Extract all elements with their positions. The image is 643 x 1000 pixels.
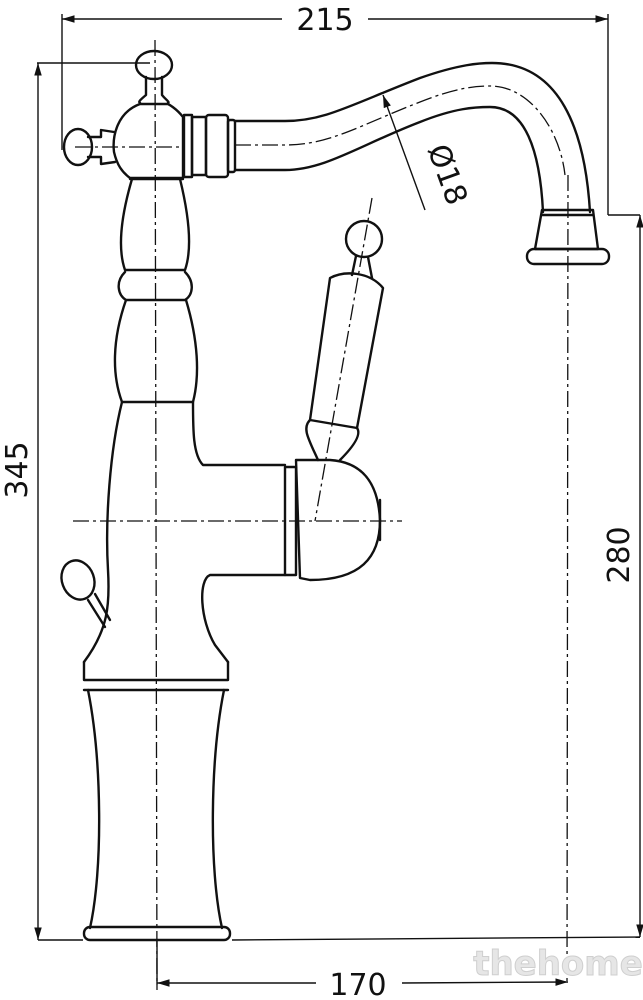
watermark-logo: thehome <box>473 944 643 984</box>
spout-centerline <box>566 174 569 986</box>
dimension-215 <box>61 14 609 215</box>
lower-body <box>82 660 232 942</box>
top-knob <box>134 49 174 105</box>
dimension-diameter-18 <box>382 94 426 211</box>
dim-label-diameter: Ø18 <box>420 140 474 210</box>
lever-axis <box>314 197 373 522</box>
dim-label-280: 280 <box>602 526 637 583</box>
body-centerline <box>154 39 158 991</box>
dim-label-170: 170 <box>329 968 386 1000</box>
valve-ball <box>112 102 185 180</box>
spout <box>233 61 592 214</box>
spout-collar <box>182 113 237 179</box>
dimension-280 <box>608 214 643 937</box>
spout-aerator <box>525 208 611 266</box>
dim-label-215: 215 <box>296 3 353 38</box>
valve-dome <box>283 458 382 582</box>
small-lever <box>60 559 112 629</box>
mid-body <box>82 400 287 664</box>
mixer-lever <box>305 219 385 462</box>
dimension-345 <box>34 62 641 941</box>
side-knob <box>62 127 117 167</box>
spout-axis <box>235 85 566 176</box>
upper-body <box>113 177 199 404</box>
dim-label-345: 345 <box>0 441 35 498</box>
